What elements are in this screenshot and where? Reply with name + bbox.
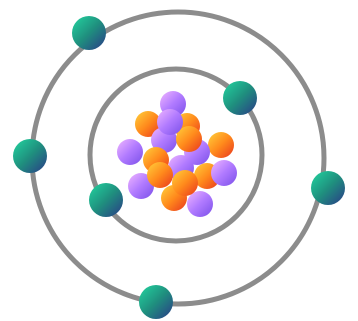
outer-shell-electron [72,16,106,50]
outer-shell-electron [13,139,47,173]
neutron [211,160,237,186]
proton [172,170,198,196]
neutron [187,191,213,217]
proton [208,132,234,158]
nucleus [117,91,237,217]
proton [147,162,173,188]
neutron [117,139,143,165]
outer-shell-electron [311,171,345,205]
inner-shell-electron [89,183,123,217]
outer-shell-electron [139,285,173,319]
neutron [157,109,183,135]
inner-shell-electron [223,81,257,115]
